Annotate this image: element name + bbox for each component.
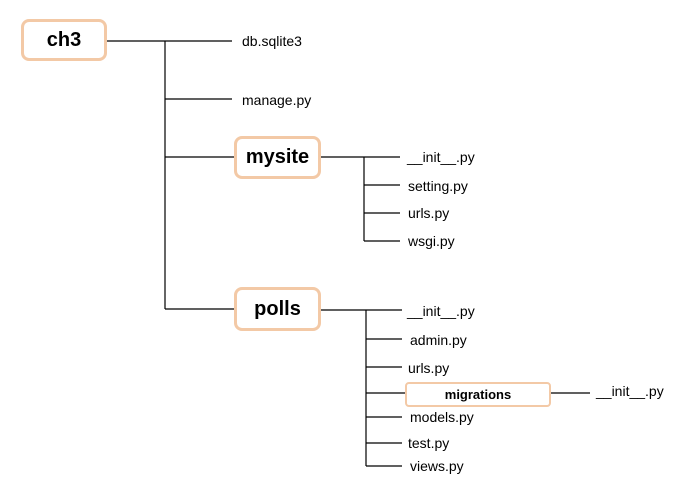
folder-mysite[interactable]: mysite	[234, 136, 321, 179]
file-mysite-setting[interactable]: setting.py	[408, 178, 468, 194]
file-mysite-wsgi[interactable]: wsgi.py	[408, 233, 455, 249]
file-polls-init[interactable]: __init__.py	[407, 303, 475, 319]
folder-label: ch3	[46, 28, 82, 51]
file-db-sqlite3[interactable]: db.sqlite3	[242, 33, 302, 49]
file-polls-urls[interactable]: urls.py	[408, 360, 450, 376]
file-migrations-init[interactable]: __init__.py	[596, 383, 664, 399]
file-polls-models[interactable]: models.py	[410, 409, 474, 425]
folder-label: migrations	[444, 387, 512, 402]
folder-polls[interactable]: polls	[234, 287, 321, 331]
folder-label: mysite	[245, 146, 310, 168]
file-manage-py[interactable]: manage.py	[242, 92, 312, 108]
file-polls-admin[interactable]: admin.py	[410, 332, 467, 348]
file-mysite-urls[interactable]: urls.py	[408, 205, 450, 221]
file-polls-views[interactable]: views.py	[410, 458, 464, 474]
folder-ch3[interactable]: ch3	[21, 19, 107, 61]
folder-migrations[interactable]: migrations	[405, 382, 551, 407]
file-mysite-init[interactable]: __init__.py	[407, 149, 475, 165]
file-polls-test[interactable]: test.py	[408, 435, 450, 451]
folder-label: polls	[254, 297, 301, 320]
